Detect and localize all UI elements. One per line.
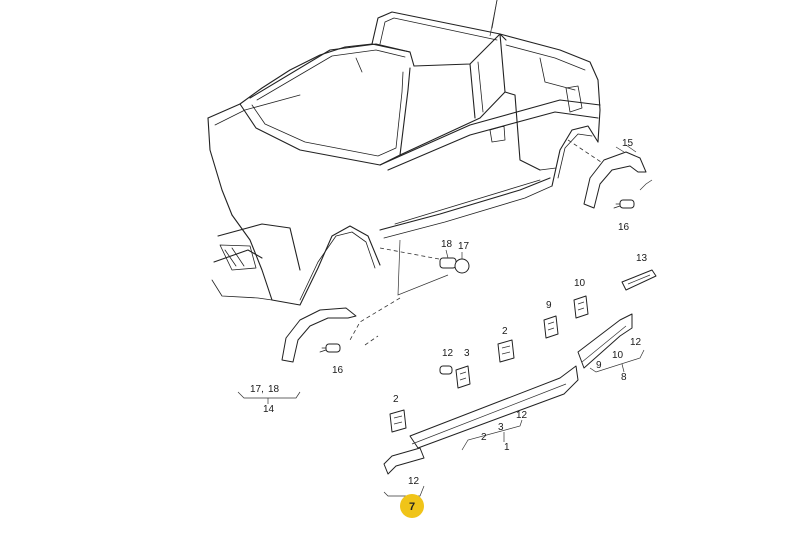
group14-item-17: 17, xyxy=(250,384,264,395)
car-body-drawing xyxy=(207,0,601,306)
callout-12-bracket7: 12 xyxy=(408,476,420,487)
callout-2-middle: 2 xyxy=(502,326,508,337)
callout-8-group: 8 xyxy=(621,372,627,383)
callout-16-rear: 16 xyxy=(618,222,630,233)
callout-12-group8: 12 xyxy=(630,337,642,348)
callout-10-upper: 10 xyxy=(574,278,586,289)
fastener-17-18 xyxy=(439,249,470,274)
rocker-trim-strips xyxy=(383,269,657,475)
callout-18-top: 18 xyxy=(441,239,453,250)
group14-item-18: 18 xyxy=(268,384,280,395)
callout-12-clip: 12 xyxy=(442,348,454,359)
clip-16-rear xyxy=(613,199,635,209)
clip-16-front xyxy=(319,343,341,353)
leader-lines xyxy=(349,0,611,346)
front-arch-trim-14 xyxy=(281,307,357,363)
callout-3-clip: 3 xyxy=(464,348,470,359)
callout-1-group: 1 xyxy=(504,442,510,453)
highlight-badge[interactable]: 7 xyxy=(400,494,424,518)
callout-10-group8: 10 xyxy=(612,350,624,361)
callout-2-group1: 2 xyxy=(481,432,487,443)
callout-labels: 15 16 18 17 13 10 9 2 12 3 2 12 16 17, 1… xyxy=(250,138,648,487)
callout-14-group: 14 xyxy=(263,404,275,415)
callout-12-group1: 12 xyxy=(516,410,528,421)
callout-9-group8: 9 xyxy=(596,360,602,371)
rear-arch-trim-15 xyxy=(583,144,653,209)
group-brackets xyxy=(237,349,645,501)
retaining-clips xyxy=(389,295,589,433)
callout-13: 13 xyxy=(636,253,648,264)
callout-17-top: 17 xyxy=(458,241,470,252)
callout-2-lower: 2 xyxy=(393,394,399,405)
callout-15: 15 xyxy=(622,138,634,149)
callout-3-group1: 3 xyxy=(498,422,504,433)
highlight-badge-circle[interactable] xyxy=(400,494,424,518)
highlight-badge-label[interactable]: 7 xyxy=(409,501,415,513)
callout-9-upper: 9 xyxy=(546,300,552,311)
callout-16-front: 16 xyxy=(332,365,344,376)
